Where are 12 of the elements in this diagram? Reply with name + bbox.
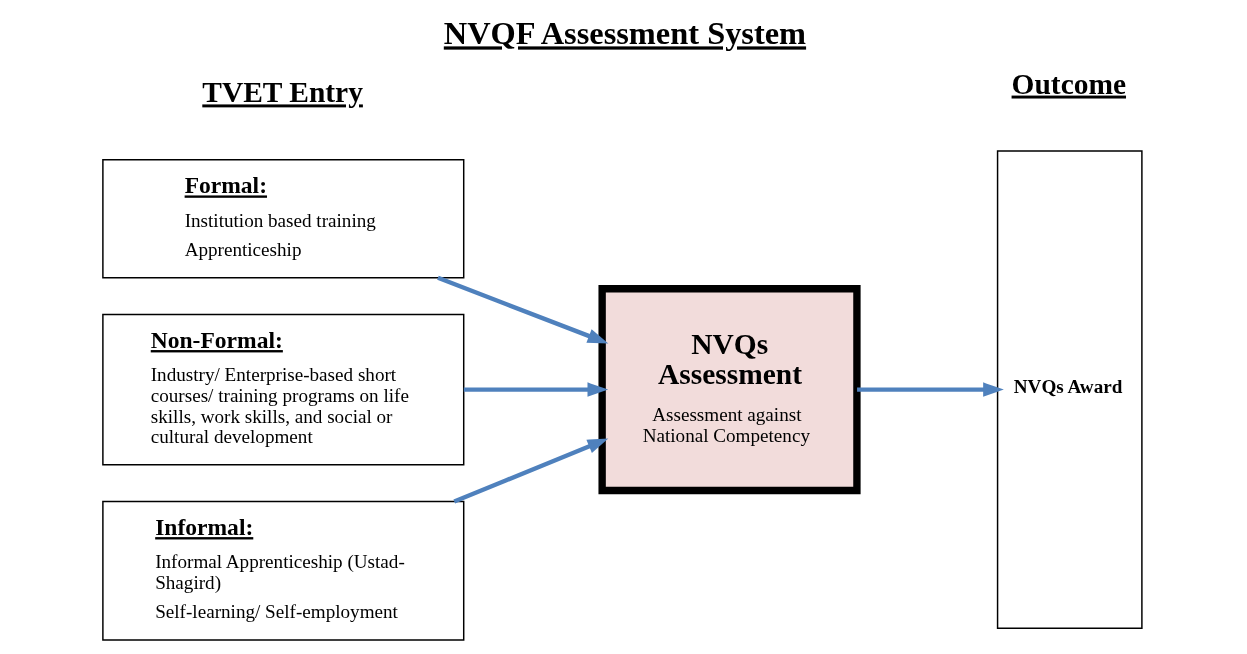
arrow [453, 438, 609, 504]
label: Outcome [1011, 67, 1127, 100]
node-box: NVQs Assessment Assessment against National Competency [598, 285, 861, 495]
arrow [437, 275, 609, 344]
arrow [463, 382, 609, 397]
node-box: Informal: Informal Apprenticeship (Ustad-Shagird) Self-learning/ Self-employment [102, 500, 465, 641]
node-box: Formal: Institution based training Apprenticeship [102, 159, 465, 279]
label: TVET Entry [202, 76, 363, 109]
diagram-title: NVQF Assessment System [443, 15, 807, 52]
arrow [857, 382, 1004, 397]
node-box: NVQs Award [996, 150, 1143, 629]
node-box: Non-Formal: Industry/ Enterprise-based short courses/ training programs on life skills, work skills, and social or cultural development [102, 313, 465, 466]
